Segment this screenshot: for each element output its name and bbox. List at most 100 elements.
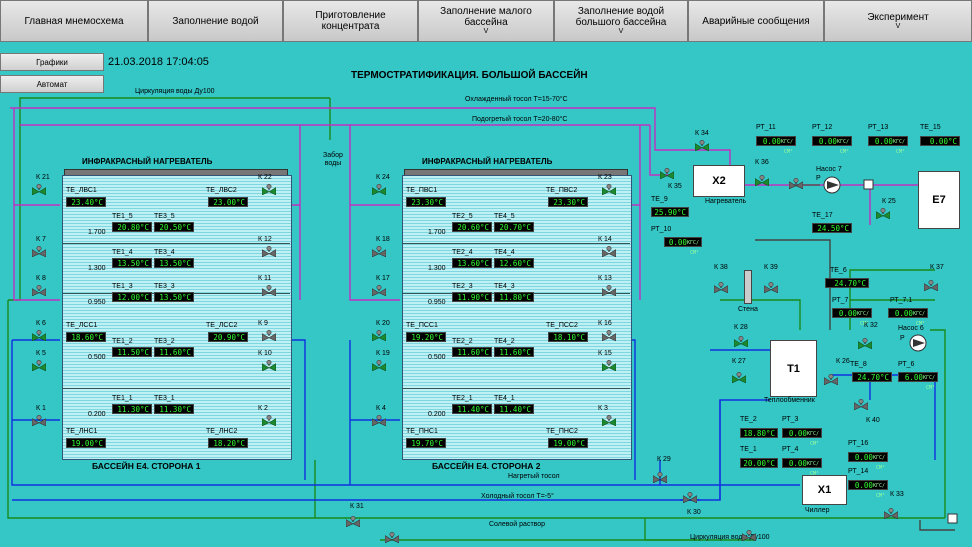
valve-right[interactable] (601, 329, 617, 342)
valve-right[interactable] (601, 414, 617, 427)
valve-icon (371, 183, 387, 196)
valve-k31[interactable] (345, 515, 361, 528)
display-value: 0.00 (894, 309, 913, 318)
nav-water-fill[interactable]: Заполнение водой (148, 0, 283, 42)
nav-alarms[interactable]: Аварийные сообщения (688, 0, 824, 42)
sensor-label: ТЕ_ЛВС1 (66, 187, 97, 194)
valve-left[interactable] (371, 183, 387, 196)
sensor-label: РТ_3 (782, 416, 799, 423)
sensor-label: ТЕ1_2 (112, 338, 133, 345)
nav-main-mnemo[interactable]: Главная мнемосхема (0, 0, 148, 42)
valve-label: К 7 (36, 236, 46, 243)
valve-k27[interactable] (731, 371, 747, 384)
valve-k35[interactable] (659, 167, 675, 180)
sensor-label: ТЕ_9 (651, 196, 668, 203)
auto-button[interactable]: Автомат (0, 75, 104, 93)
valve-left[interactable] (31, 284, 47, 297)
chiller-x1[interactable]: Х1 (802, 475, 847, 505)
sensor-label: ТЕ_ПНС1 (406, 428, 438, 435)
valve-grey-bottom-right[interactable] (741, 529, 757, 542)
sensor-display: 19.00°С (548, 438, 588, 448)
valve-icon (371, 329, 387, 342)
valve-left[interactable] (371, 414, 387, 427)
valve-k32[interactable] (857, 337, 873, 350)
display-unit: КГС/СМ² (872, 483, 885, 499)
valve-left[interactable] (371, 359, 387, 372)
display-value: 20.60°С (457, 223, 489, 232)
depth-label: 0.950 (88, 299, 106, 306)
valve-k29[interactable] (652, 471, 668, 484)
datetime: 21.03.2018 17:04:05 (108, 56, 209, 68)
valve-k28[interactable] (733, 335, 749, 348)
pressure-display: 0.00КГС/СМ² (848, 480, 888, 499)
valve-right[interactable] (601, 284, 617, 297)
sensor-label: РТ_7.1 (890, 297, 913, 304)
valve-label: К 2 (258, 405, 268, 412)
valve-grey-icon (883, 507, 899, 520)
depth-label: 1.300 (88, 265, 106, 272)
valve-grey-icon (853, 398, 869, 411)
valve-grey-icon (31, 245, 47, 258)
sensor-label: ТЕ_ЛНС2 (206, 428, 238, 435)
pressure-display: 0.00КГС/СМ² (868, 136, 908, 155)
valve-k38[interactable] (713, 281, 729, 294)
valve-right[interactable] (261, 183, 277, 196)
valve-left[interactable] (371, 245, 387, 258)
valve-left[interactable] (31, 359, 47, 372)
valve-right[interactable] (261, 284, 277, 297)
depth-label: 1.700 (428, 229, 446, 236)
valve-k30[interactable] (682, 491, 698, 504)
valve-left[interactable] (371, 284, 387, 297)
valve-right[interactable] (601, 359, 617, 372)
valve-grey-icon (371, 245, 387, 258)
heat-exchanger-t1[interactable]: Т1 (770, 340, 817, 397)
sensor-display: 24.70°С (825, 278, 869, 288)
display-value: 11.90°С (457, 293, 489, 302)
sensor-label: РТ_6 (898, 361, 915, 368)
valve-k26[interactable] (823, 373, 839, 386)
sensor-label: ТЕ_ПСС1 (406, 322, 438, 329)
heater-x2[interactable]: Х2 (693, 165, 745, 197)
valve-k40[interactable] (853, 398, 869, 411)
valve-label: К 14 (598, 236, 612, 243)
valve-left[interactable] (31, 183, 47, 196)
valve-k37[interactable] (923, 279, 939, 292)
valve-right[interactable] (601, 183, 617, 196)
nav-label: Главная мнемосхема (24, 15, 124, 27)
nav-concentrate[interactable]: Приготовление концентрата (283, 0, 418, 42)
valve-k34[interactable] (694, 139, 710, 152)
tank-e7[interactable]: Е7 (918, 171, 960, 229)
valve-right[interactable] (261, 329, 277, 342)
page-title: ТЕРМОСТРАТИФИКАЦИЯ. БОЛЬШОЙ БАССЕЙН (351, 70, 588, 81)
sensor-display: 11.40°С (452, 404, 492, 414)
valve-right[interactable] (261, 245, 277, 258)
valve-k39[interactable] (763, 281, 779, 294)
valve-grey-bottom[interactable] (384, 531, 400, 544)
sensor-label: ТЕ_ПНС2 (546, 428, 578, 435)
valve-k25[interactable] (875, 207, 891, 220)
valve-left[interactable] (371, 329, 387, 342)
valve-label: К 34 (695, 130, 709, 137)
valve-grey-icon (261, 284, 277, 297)
display-unit: КГС/СМ² (856, 311, 869, 327)
pressure-display: 0.00КГС/СМ² (832, 308, 872, 327)
graphs-button[interactable]: Графики (0, 53, 104, 71)
valve-grey-pump7[interactable] (788, 177, 804, 190)
sensor-label: ТЕ4_1 (494, 395, 515, 402)
display-value: 25.90°С (654, 208, 686, 217)
valve-left[interactable] (31, 414, 47, 427)
valve-right[interactable] (261, 359, 277, 372)
sensor-display: 18.80°С (740, 428, 778, 438)
valve-left[interactable] (31, 245, 47, 258)
sensor-display: 24.70°С (852, 372, 892, 382)
valve-k36[interactable] (754, 174, 770, 187)
pool1-name: БАССЕЙН Е4. СТОРОНА 1 (92, 461, 201, 471)
valve-right[interactable] (261, 414, 277, 427)
valve-k33[interactable] (883, 507, 899, 520)
valve-left[interactable] (31, 329, 47, 342)
sensor-label: ТЕ_ЛВС2 (206, 187, 237, 194)
valve-right[interactable] (601, 245, 617, 258)
